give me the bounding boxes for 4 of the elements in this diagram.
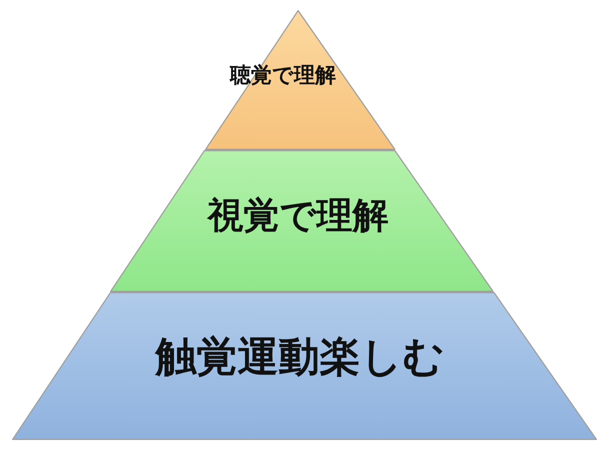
tier-label: 視覚で理解 xyxy=(207,195,388,237)
pyramid-base-tier xyxy=(12,292,597,440)
tier-label: 聴覚で理解 xyxy=(230,62,336,88)
tier-label: 触覚運動楽しむ xyxy=(156,333,444,381)
